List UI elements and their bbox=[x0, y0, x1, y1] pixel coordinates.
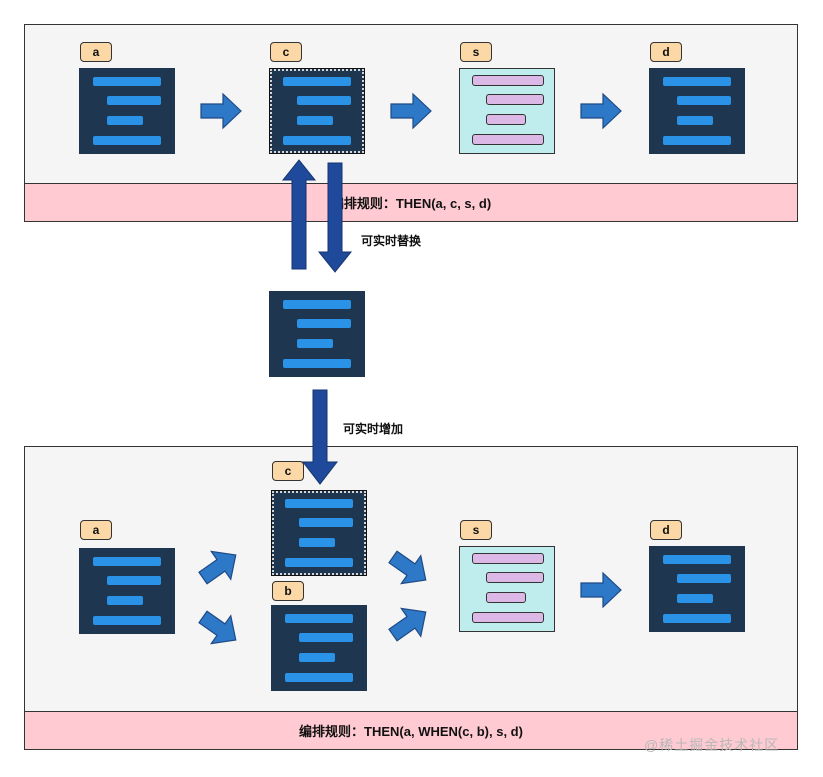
code-line bbox=[283, 359, 351, 368]
code-line bbox=[283, 300, 351, 309]
code-line bbox=[107, 576, 161, 585]
code-line bbox=[93, 136, 161, 145]
code-line bbox=[677, 96, 731, 105]
top-node-c-tag: c bbox=[270, 42, 302, 62]
bottom-node-c-tag: c bbox=[272, 461, 304, 481]
code-line bbox=[93, 77, 161, 86]
top-node-d-card[interactable] bbox=[649, 68, 745, 154]
code-line bbox=[486, 592, 526, 603]
bottom-node-a-tag: a bbox=[80, 520, 112, 540]
code-line bbox=[472, 612, 544, 623]
bottom-node-s-card[interactable] bbox=[459, 546, 555, 632]
top-node-s-tag: s bbox=[460, 42, 492, 62]
code-line bbox=[93, 616, 161, 625]
bottom-node-d-card[interactable] bbox=[649, 546, 745, 632]
top-rule-bar: 编排规则：THEN(a, c, s, d) bbox=[25, 183, 797, 221]
code-line bbox=[677, 574, 731, 583]
bottom-rule-bar: 编排规则：THEN(a, WHEN(c, b), s, d) bbox=[25, 711, 797, 749]
code-line bbox=[285, 614, 353, 623]
code-line bbox=[283, 136, 351, 145]
code-line bbox=[107, 96, 161, 105]
bottom-node-c-card[interactable] bbox=[271, 490, 367, 576]
add-label: 可实时增加 bbox=[343, 422, 404, 436]
top-node-d-tag: d bbox=[650, 42, 682, 62]
bottom-node-a-card[interactable] bbox=[79, 548, 175, 634]
code-line bbox=[297, 319, 351, 328]
code-line bbox=[285, 673, 353, 682]
top-rule-text: 编排规则：THEN(a, c, s, d) bbox=[330, 196, 492, 211]
top-node-c-card[interactable] bbox=[269, 68, 365, 154]
code-line bbox=[299, 538, 335, 547]
code-line bbox=[285, 558, 353, 567]
code-line bbox=[297, 339, 333, 348]
top-node-a-tag: a bbox=[80, 42, 112, 62]
code-line bbox=[663, 555, 731, 564]
watermark: @稀土掘金技术社区 bbox=[644, 737, 780, 753]
code-line bbox=[297, 96, 351, 105]
code-line bbox=[472, 134, 544, 145]
top-node-a-card[interactable] bbox=[79, 68, 175, 154]
code-line bbox=[486, 94, 544, 105]
replace-label: 可实时替换 bbox=[361, 234, 422, 248]
bottom-node-s-tag: s bbox=[460, 520, 492, 540]
code-line bbox=[283, 77, 351, 86]
bottom-node-d-tag: d bbox=[650, 520, 682, 540]
code-line bbox=[663, 614, 731, 623]
code-line bbox=[663, 77, 731, 86]
code-line bbox=[299, 518, 353, 527]
code-line bbox=[107, 596, 143, 605]
code-line bbox=[93, 557, 161, 566]
code-line bbox=[472, 553, 544, 564]
bottom-rule-text: 编排规则：THEN(a, WHEN(c, b), s, d) bbox=[299, 724, 523, 739]
code-line bbox=[663, 136, 731, 145]
code-line bbox=[297, 116, 333, 125]
bottom-node-b-tag: b bbox=[272, 581, 304, 601]
code-line bbox=[299, 633, 353, 642]
code-line bbox=[472, 75, 544, 86]
code-line bbox=[107, 116, 143, 125]
code-line bbox=[486, 114, 526, 125]
top-node-s-card[interactable] bbox=[459, 68, 555, 154]
code-line bbox=[285, 499, 353, 508]
code-line bbox=[677, 594, 713, 603]
code-line bbox=[486, 572, 544, 583]
replacement-component-card[interactable] bbox=[269, 291, 365, 377]
code-line bbox=[677, 116, 713, 125]
bottom-node-b-card[interactable] bbox=[271, 605, 367, 691]
code-line bbox=[299, 653, 335, 662]
